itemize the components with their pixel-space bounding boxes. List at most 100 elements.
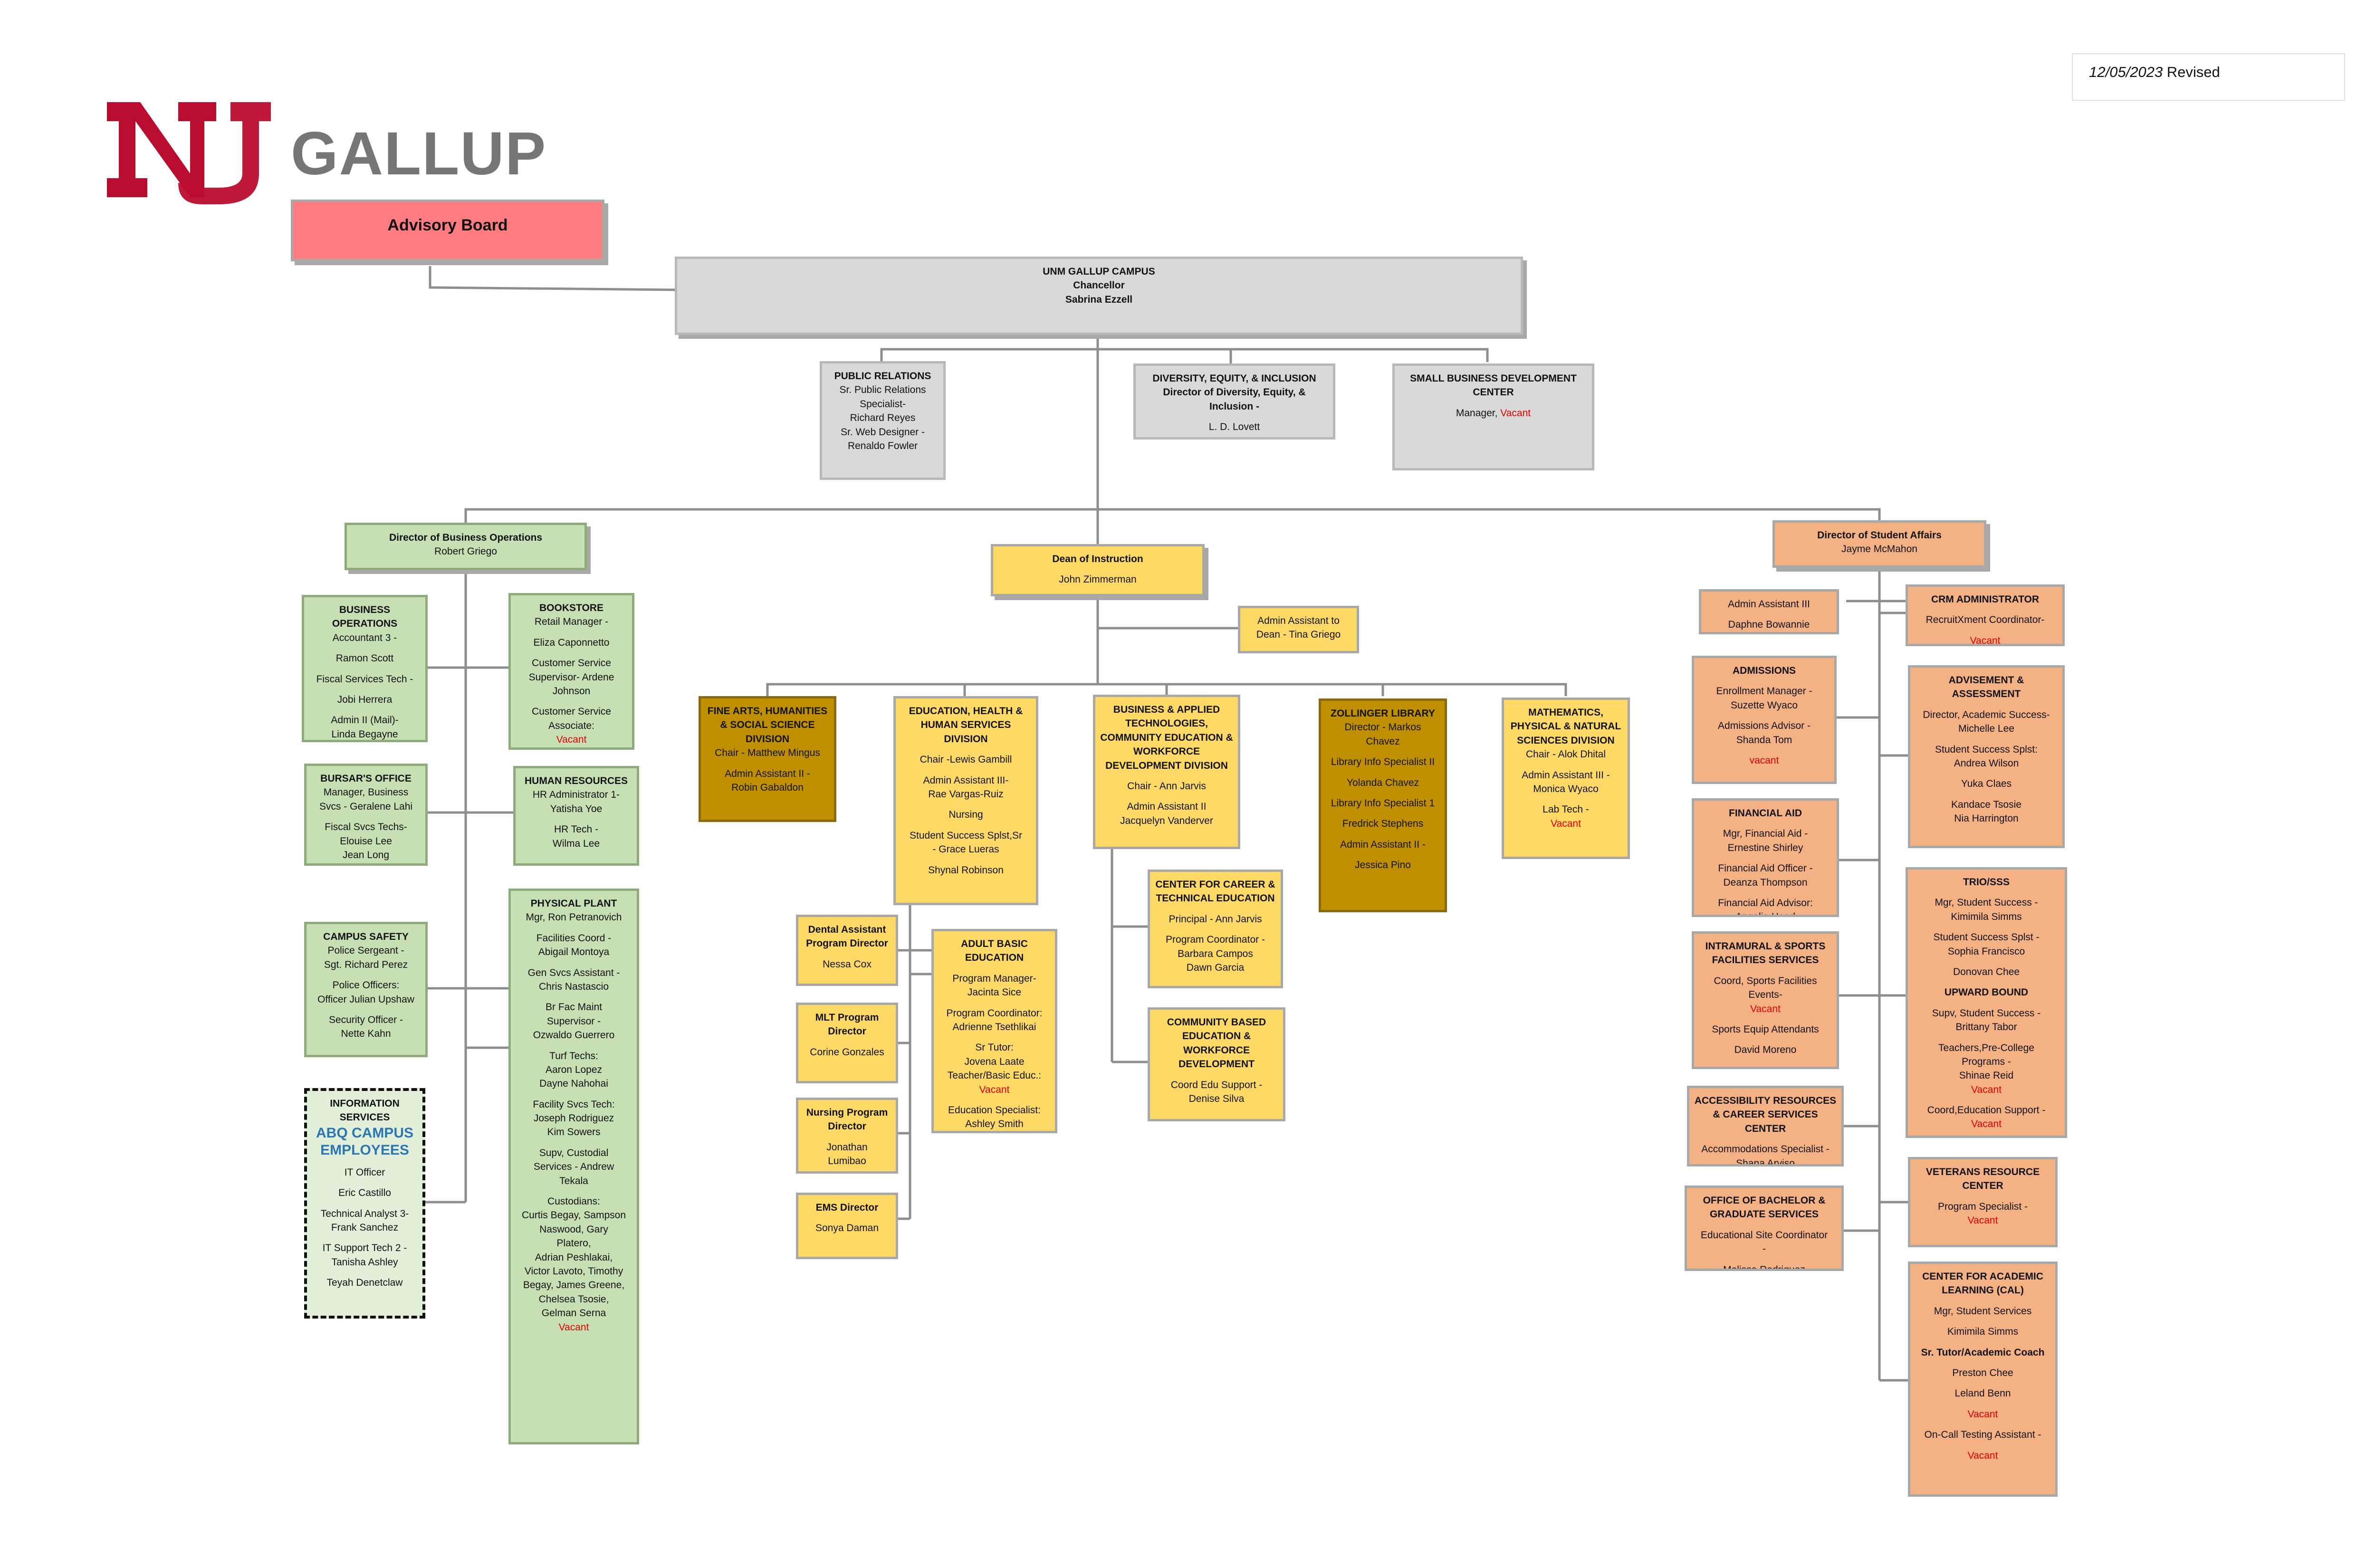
org-box-line-text: Teyah Denetclaw <box>326 1277 403 1289</box>
org-box-line-text: Donovan Chee <box>1953 966 2020 977</box>
org-box-line-text: Andrea Wilson <box>1954 757 2019 769</box>
unm-logo-icon <box>107 102 271 204</box>
org-box-line: Deanza Thompson <box>1697 876 1834 889</box>
org-box-line: L. D. Lovett <box>1139 420 1330 434</box>
org-box-line: Supv, Student Success - <box>1911 1006 2062 1020</box>
org-box-line-text: Supervisor- Ardene <box>528 671 614 683</box>
org-box-line: Melissa Rodriquez <box>1690 1263 1839 1269</box>
org-box-line: Sr. Public Relations <box>825 383 940 397</box>
org-box-line: Jacinta Sice <box>937 985 1052 999</box>
org-box-ehhs: EDUCATION, HEALTH & HUMAN SERVICES DIVIS… <box>893 696 1038 905</box>
revised-date: 12/05/2023 <box>2089 64 2163 80</box>
org-box-line-text: Leland Benn <box>1954 1388 2011 1399</box>
org-box-line: Nia Harrington <box>1913 812 2060 825</box>
org-box-line: Vacant <box>1697 1002 1834 1016</box>
org-box-line: Dean - Tina Griego <box>1243 628 1354 641</box>
org-box-line: Richard Reyes <box>825 411 940 425</box>
org-box-title: Director of Student Affairs <box>1817 530 1942 541</box>
org-box-line: Student Success Splst - <box>1911 930 2062 944</box>
org-box-line: Nette Kahn <box>309 1027 422 1041</box>
org-box-title: Dental Assistant Program Director <box>806 924 888 949</box>
org-box-line-text: Teacher/Basic Educ.: <box>947 1070 1042 1081</box>
revised-note: 12/05/2023 Revised <box>2072 53 2345 101</box>
org-box-line: Program Coordinator: <box>937 1006 1052 1020</box>
org-box-title: CENTER FOR CAREER & TECHNICAL EDUCATION <box>1155 879 1275 904</box>
org-box-title: CENTER FOR ACADEMIC LEARNING (CAL) <box>1922 1271 2043 1296</box>
org-box-line-text: Nessa Cox <box>823 958 872 970</box>
org-box-line-text: Jean Long <box>342 849 390 860</box>
org-box-title: CRM ADMINISTRATOR <box>1931 594 2040 605</box>
revised-label: Revised <box>2166 64 2220 80</box>
org-box-line: Adrienne Tsethlikai <box>937 1020 1052 1034</box>
org-box-line-text: Shanda Tom <box>1736 734 1792 746</box>
org-box-line-text: Coord Edu Support - <box>1170 1079 1263 1090</box>
org-box-line: Elouise Lee <box>309 834 422 848</box>
org-box-line: Mgr, Student Services <box>1913 1304 2052 1318</box>
org-box-line-text: Aaron Lopez <box>545 1064 603 1075</box>
org-box-line-text: Nia Harrington <box>1954 813 2019 824</box>
org-box-line-text: John Zimmerman <box>1059 574 1137 585</box>
org-box-line: Program Coordinator - <box>1153 933 1278 947</box>
org-box-community-ed: COMMUNITY BASED EDUCATION & WORKFORCE DE… <box>1148 1007 1285 1121</box>
org-box-line: Sports Equip Attendants <box>1697 1023 1834 1036</box>
org-box-line-text: Jovena Laate <box>964 1056 1025 1067</box>
org-box-line-text: Vacant <box>1750 1065 1781 1067</box>
org-box-line: Victor Lavoto, Timothy <box>514 1264 634 1278</box>
org-box-title: PUBLIC RELATIONS <box>834 371 931 382</box>
org-box-line: Coord Edu Support - <box>1153 1078 1280 1092</box>
org-box-line-text: Program Coordinator: <box>946 1007 1043 1019</box>
org-box-line: Admin Assistant III- <box>899 774 1033 787</box>
org-box-line-text: Facility Svcs Tech: <box>533 1099 615 1110</box>
org-box-line-text: Mgr, Student Success - <box>1935 897 2038 908</box>
org-box-line-text: Suzette Wyaco <box>1730 699 1798 711</box>
org-box-line: IT Support Tech 2 - <box>310 1241 420 1255</box>
org-box-line-text: Sabrina Ezzell <box>1065 294 1133 305</box>
org-box-line-text: Retail Manager - <box>534 616 609 628</box>
org-box-line-text: Jacquelyn Vanderver <box>1120 815 1213 826</box>
org-box-line: Program Manager- <box>937 972 1052 985</box>
org-box-line-text: Program Coordinator - <box>1166 934 1265 946</box>
org-box-line-text: Fiscal Services Tech - <box>316 673 413 685</box>
org-box-line: Vacant <box>1507 817 1625 831</box>
org-box-line: Sabrina Ezzell <box>680 293 1518 306</box>
org-box-line: Principal - Ann Jarvis <box>1153 912 1278 926</box>
org-box-line-text: Frank Sanchez <box>331 1222 399 1233</box>
org-box-line-text: Officer Julian Upshaw <box>317 994 414 1005</box>
org-box-line: HR Administrator 1- <box>518 788 634 802</box>
org-box-line: Programs - <box>1911 1055 2062 1069</box>
org-box-title: ACCESSIBILITY RESOURCES & CAREER SERVICE… <box>1694 1095 1837 1134</box>
org-box-title: DIVERSITY, EQUITY, & INCLUSION <box>1152 373 1316 384</box>
org-box-line: Chris Nastascio <box>514 980 634 994</box>
org-box-line-text: Svcs - Geralene Lahi <box>319 801 413 812</box>
org-box-line-text: Robert Griego <box>434 546 497 557</box>
org-box-line: Sophia Francisco <box>1911 945 2062 958</box>
org-box-line: Jessica Pino <box>1324 858 1442 872</box>
org-box-line-text: Linda Begayne <box>331 728 398 740</box>
org-box-line: Fiscal Svcs Techs- <box>309 820 422 834</box>
org-box-line: Inclusion - <box>1139 400 1330 413</box>
org-box-line: Manager, Vacant <box>1398 406 1589 420</box>
org-box-line-text: Admin Assistant to <box>1257 615 1340 626</box>
org-box-line-text: Tekala <box>559 1175 588 1186</box>
org-box-title: ADULT BASIC EDUCATION <box>961 938 1028 964</box>
org-box-line-text: UPWARD BOUND <box>1944 987 2029 998</box>
org-box-line: Director of Diversity, Equity, & <box>1139 385 1330 399</box>
org-box-line-text: Director of Diversity, Equity, & <box>1163 387 1306 398</box>
org-box-title: FINE ARTS, HUMANITIES & SOCIAL SCIENCE D… <box>707 706 828 745</box>
org-box-line-text: Vacant <box>1971 1119 2002 1130</box>
org-box-line: Lab Tech - <box>1507 803 1625 816</box>
org-box-line: RecruitXment Coordinator- <box>1911 613 2060 627</box>
org-box-career-tech: CENTER FOR CAREER & TECHNICAL EDUCATION P… <box>1148 870 1283 988</box>
org-box-title: FINANCIAL AID <box>1729 808 1802 819</box>
org-box-line: Donovan Chee <box>1911 965 2062 979</box>
org-box-line-text: Events- <box>1748 989 1782 1001</box>
org-box-line: HR Tech - <box>518 822 634 836</box>
org-box-line-text: Ozwaldo Guerrero <box>533 1030 615 1041</box>
org-box-line: Chair -Lewis Gambill <box>899 753 1033 766</box>
